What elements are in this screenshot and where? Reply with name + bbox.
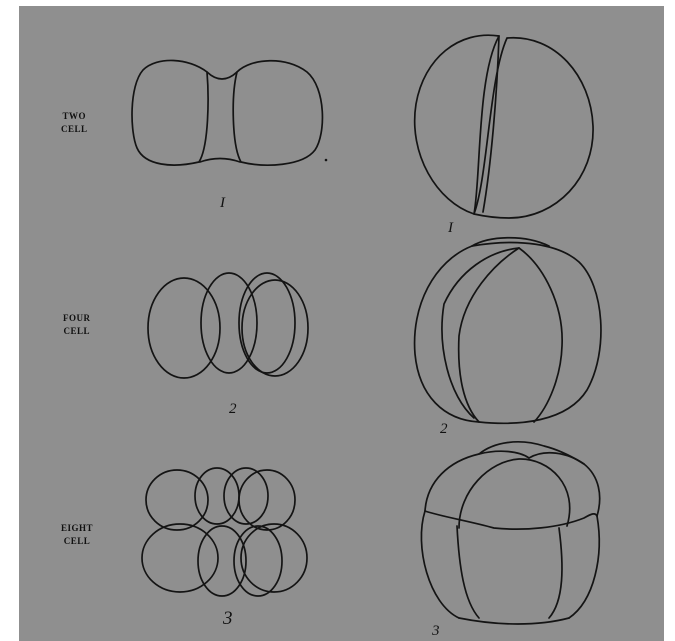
eight-cell-label-line2: CELL [61, 535, 93, 548]
two-cell-polar-view [132, 60, 327, 165]
four-cell-meridian-left [442, 248, 519, 418]
two-cell-right-number: I [448, 220, 453, 237]
four-cell-label-line1: FOUR [63, 312, 91, 325]
two-cell-junction-top [207, 72, 237, 79]
eight-cell-left-number: 3 [223, 608, 233, 630]
eight-cell-polar-view [142, 468, 307, 596]
eight-cell-front-upper [459, 459, 570, 528]
four-cell-front-blastomere [459, 248, 519, 422]
four-cell-left-blastomere [148, 278, 220, 378]
two-cell-label-line2: CELL [61, 123, 88, 136]
eight-cell-lower-middle-left [198, 526, 246, 596]
two-cell-right-blastomere [233, 61, 322, 165]
four-cell-label: FOUR CELL [63, 312, 91, 338]
eight-cell-equator [425, 511, 597, 529]
four-cell-label-line2: CELL [63, 325, 91, 338]
four-cell-left-number: 2 [229, 401, 237, 418]
illustration-plate: TWO CELL FOUR CELL EIGHT CELL I I 2 2 3 … [19, 6, 664, 641]
two-cell-label-line1: TWO [61, 110, 88, 123]
eight-cell-right-number: 3 [432, 623, 440, 640]
eight-cell-label-line1: EIGHT [61, 522, 93, 535]
eight-cell-lower-left [421, 511, 459, 618]
two-cell-left-number: I [220, 195, 225, 212]
stray-dot [325, 159, 328, 162]
two-cell-junction-bottom [200, 159, 240, 163]
two-cell-label: TWO CELL [61, 110, 88, 136]
eight-cell-side-view [421, 442, 599, 624]
four-cell-meridian-right [519, 248, 562, 422]
eight-cell-label: EIGHT CELL [61, 522, 93, 548]
four-cell-right-blastomere [242, 280, 308, 376]
two-cell-side-view [415, 35, 593, 218]
eight-cell-base [459, 618, 569, 624]
two-cell-sphere-right-half [474, 38, 593, 218]
eight-cell-lower-front-left [457, 526, 479, 618]
cleavage-diagram [19, 6, 664, 641]
eight-cell-upper-middle-right [224, 468, 268, 524]
two-cell-left-blastomere [132, 60, 208, 165]
eight-cell-lower-right [569, 516, 599, 618]
two-cell-furrow-inner [483, 36, 499, 212]
four-cell-side-view [415, 238, 601, 424]
four-cell-middle-right-blastomere [239, 273, 295, 373]
eight-cell-lower-front-right [549, 528, 562, 618]
four-cell-right-number: 2 [440, 421, 448, 438]
eight-cell-upper-middle-left [195, 468, 239, 524]
four-cell-polar-view [148, 273, 308, 378]
